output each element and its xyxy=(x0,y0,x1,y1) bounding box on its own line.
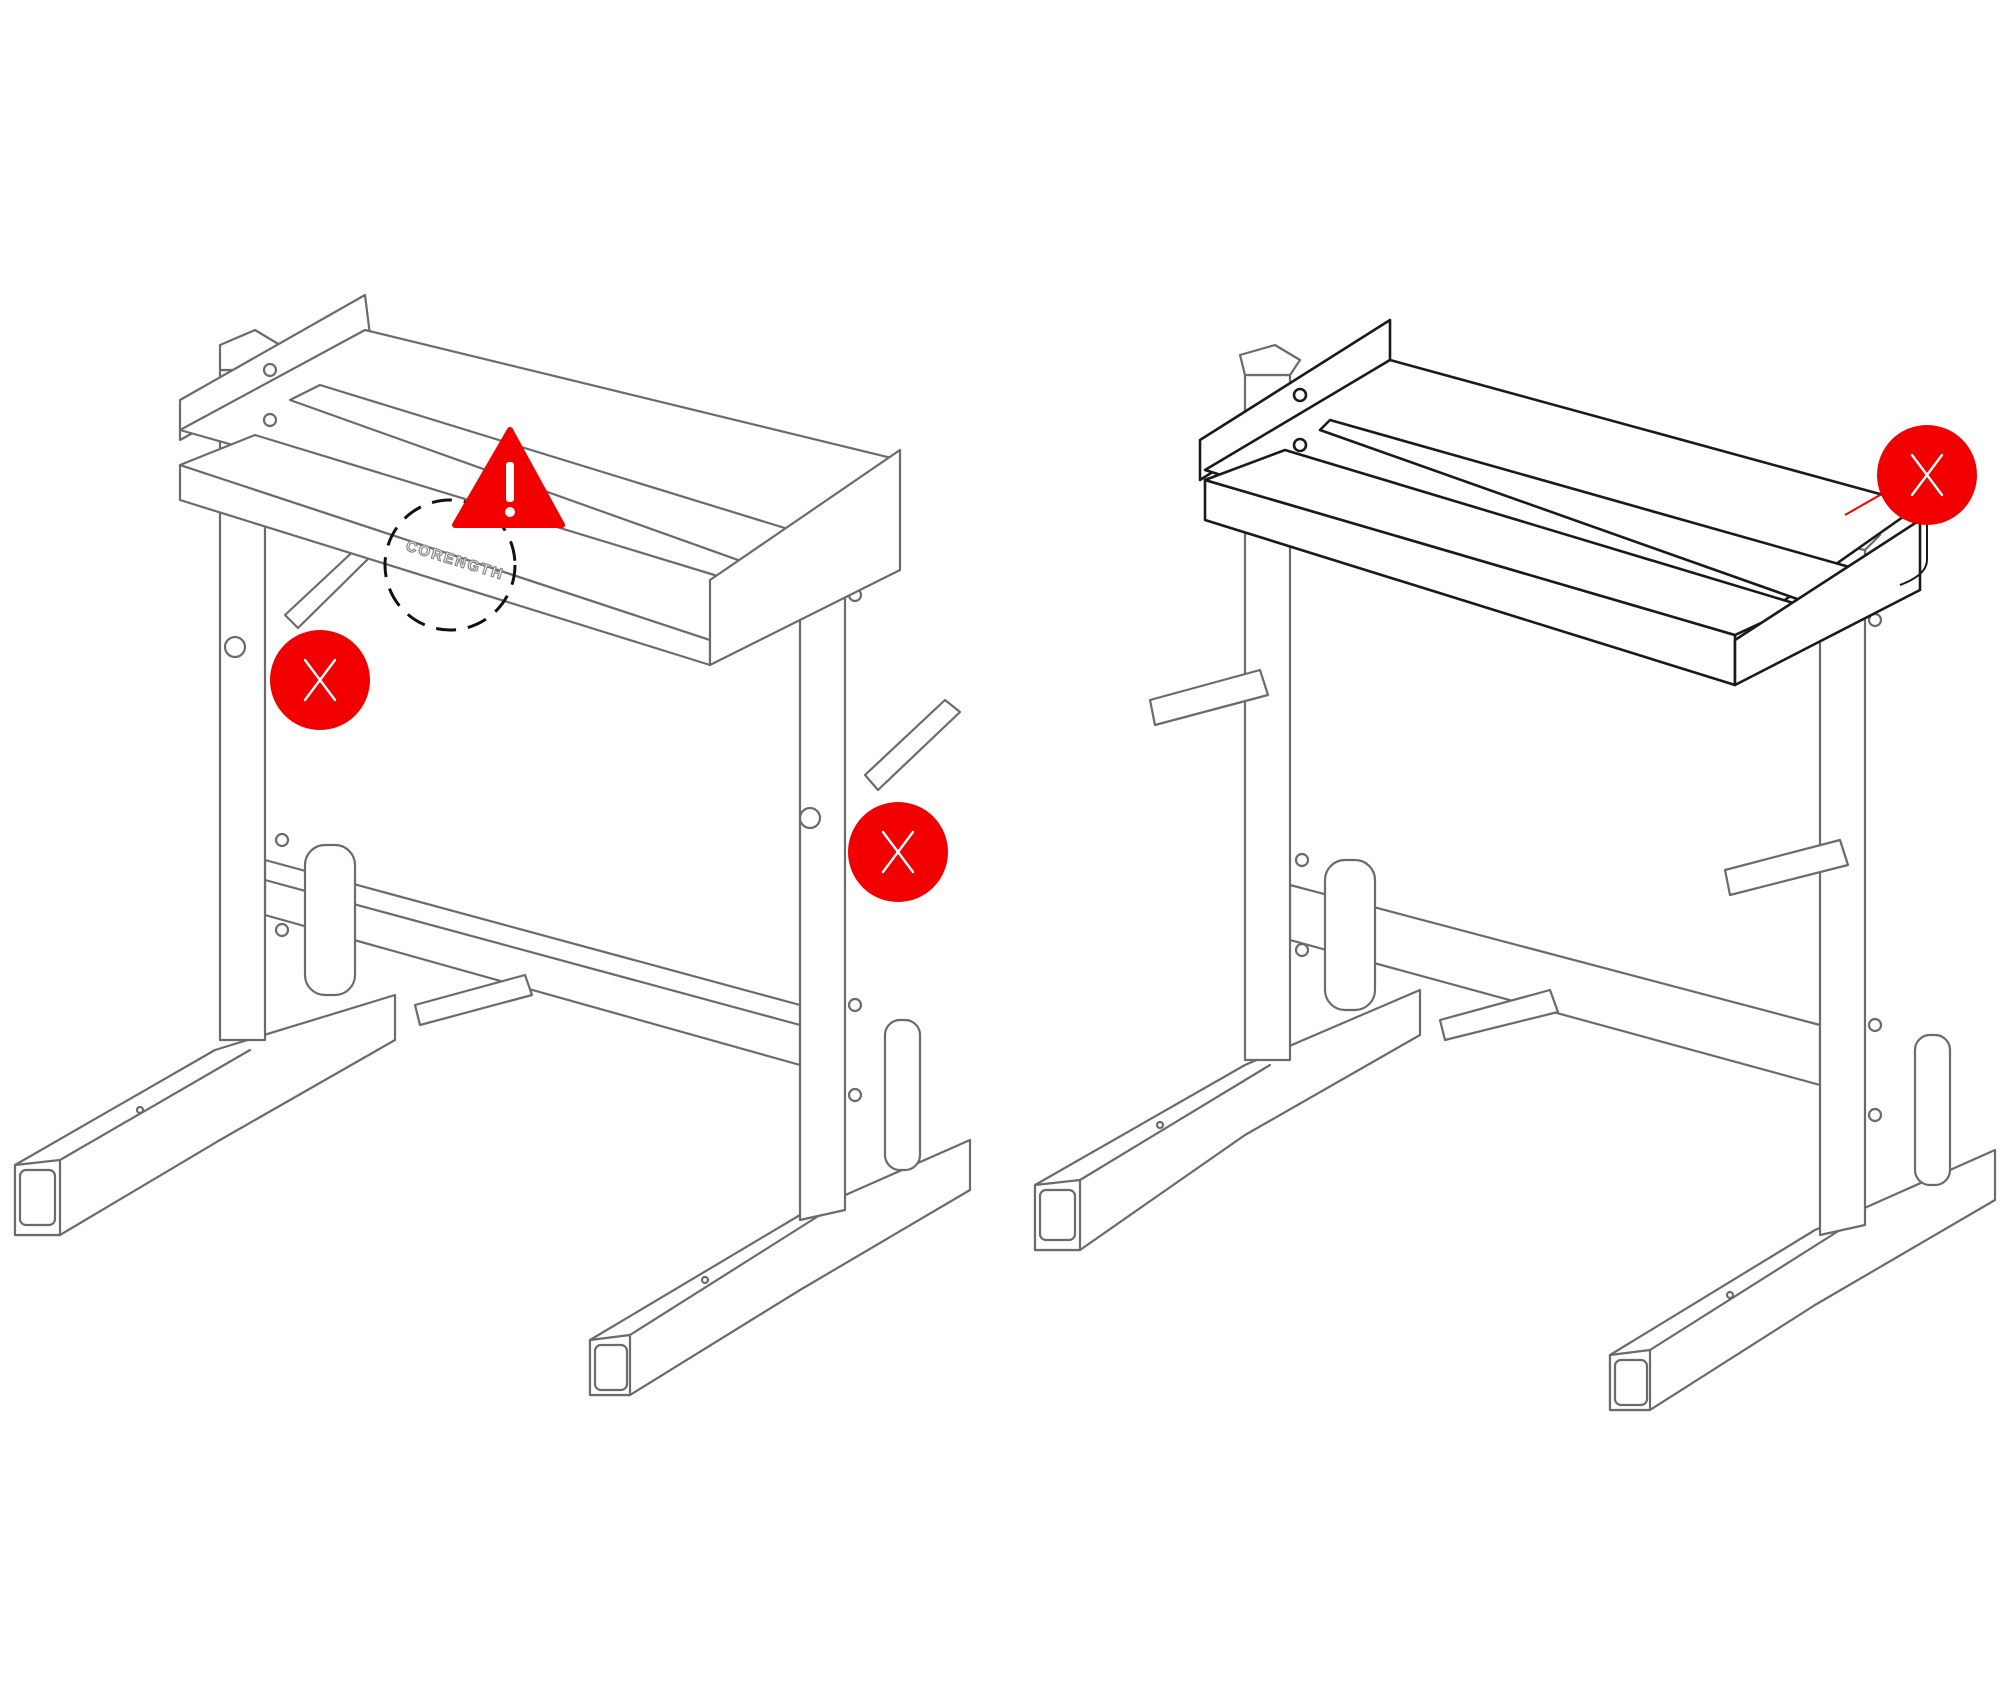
left-foot xyxy=(13,993,397,1237)
right-foot xyxy=(588,1138,972,1397)
right-storage-post xyxy=(883,1018,922,1172)
right-rack xyxy=(1033,318,1997,1412)
upper-left-peg xyxy=(1148,668,1270,727)
left-rack: CORENGTH xyxy=(13,293,972,1397)
tray: CORENGTH xyxy=(178,293,902,667)
tray xyxy=(1198,318,1922,687)
warning-icon xyxy=(452,427,565,528)
cross-icon-tray xyxy=(1877,425,1977,525)
upper-left-peg xyxy=(283,543,374,630)
upper-right-peg xyxy=(863,698,962,792)
left-upright xyxy=(1238,343,1310,1062)
right-storage-post xyxy=(1913,1033,1952,1187)
left-storage-post xyxy=(303,843,357,997)
left-storage-post xyxy=(1323,858,1377,1012)
upper-right-peg xyxy=(1723,838,1850,897)
left-foot xyxy=(1033,988,1422,1252)
cross-icon-upper-left xyxy=(270,630,370,730)
right-foot xyxy=(1608,1148,1997,1412)
cross-icon-upper-right xyxy=(848,802,948,902)
front-peg xyxy=(413,973,534,1027)
front-peg xyxy=(1438,988,1560,1042)
highlight-circle xyxy=(383,498,517,632)
